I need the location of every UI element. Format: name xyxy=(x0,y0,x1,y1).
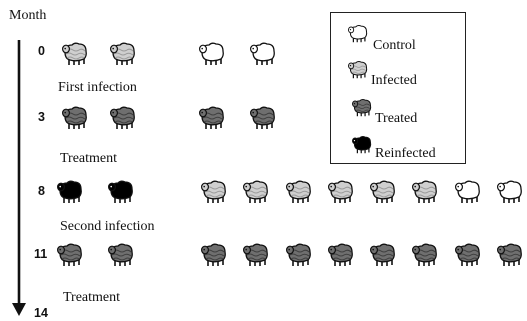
sheep-infected xyxy=(285,178,313,204)
sheep-infected xyxy=(242,178,270,204)
sheep-infected xyxy=(200,178,228,204)
sheep-infected xyxy=(411,178,439,204)
event-treatment-2: Treatment xyxy=(63,290,121,305)
sheep-infected xyxy=(61,40,89,66)
month-label-3: 3 xyxy=(38,110,45,124)
event-first-infection: First infection xyxy=(58,80,137,95)
month-label-11: 11 xyxy=(34,247,48,261)
legend-label-reinfected: Reinfected xyxy=(375,146,436,161)
sheep-treated xyxy=(107,241,135,267)
sheep-treated xyxy=(454,241,482,267)
sheep-infected xyxy=(109,40,137,66)
sheep-treated xyxy=(61,104,89,130)
month-label-8: 8 xyxy=(38,184,45,198)
sheep-treated xyxy=(200,241,228,267)
sheep-treated xyxy=(198,104,226,130)
legend-label-control: Control xyxy=(373,38,416,53)
timeline-arrowhead xyxy=(12,303,26,316)
sheep-treated xyxy=(109,104,137,130)
legend-label-treated: Treated xyxy=(375,111,418,126)
axis-title: Month xyxy=(9,8,47,23)
sheep-infected xyxy=(369,178,397,204)
sheep-control xyxy=(198,40,226,66)
sheep-control xyxy=(249,40,277,66)
sheep-control xyxy=(496,178,524,204)
sheep-treated xyxy=(369,241,397,267)
event-treatment-1: Treatment xyxy=(60,151,118,166)
legend-icon-treated xyxy=(351,97,373,117)
sheep-infected xyxy=(327,178,355,204)
sheep-treated xyxy=(242,241,270,267)
event-second-infection: Second infection xyxy=(60,219,155,234)
month-label-0: 0 xyxy=(38,44,45,58)
sheep-treated xyxy=(327,241,355,267)
sheep-treated xyxy=(496,241,524,267)
sheep-treated xyxy=(249,104,277,130)
legend-label-infected: Infected xyxy=(371,73,417,88)
month-label-14: 14 xyxy=(34,306,48,320)
sheep-reinfected xyxy=(107,178,135,204)
sheep-treated xyxy=(285,241,313,267)
legend-icon-reinfected xyxy=(351,134,373,154)
legend: Control Infected Treated Reinfected xyxy=(330,12,466,164)
sheep-control xyxy=(454,178,482,204)
sheep-reinfected xyxy=(56,178,84,204)
sheep-treated xyxy=(56,241,84,267)
legend-icon-infected xyxy=(347,59,369,79)
sheep-treated xyxy=(411,241,439,267)
legend-icon-control xyxy=(347,23,369,43)
